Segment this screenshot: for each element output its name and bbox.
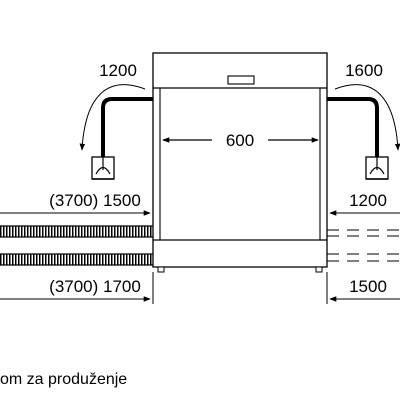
supply-hose-upper-left (0, 225, 153, 238)
width-dimension: 600 (162, 131, 319, 150)
dishwasher-outline (152, 52, 328, 273)
drain-connection-left-icon (91, 156, 115, 180)
foot-left (157, 266, 165, 273)
lower-hose-dimension-left: (3700) 1700 (0, 272, 154, 304)
supply-hose-lower-left (0, 253, 153, 266)
lower-hose-dimension-right: 1500 (326, 272, 400, 304)
upper-hose-left-label: (3700) 1500 (49, 191, 141, 210)
lower-hose-left-label: (3700) 1700 (49, 277, 141, 296)
drain-hose-left-label: 1200 (99, 61, 137, 80)
drain-hose-right: 1600 (327, 61, 400, 157)
extension-caption: om za produženje (0, 371, 128, 388)
upper-hose-right-label: 1200 (349, 191, 387, 210)
supply-hose-lower-right (327, 253, 400, 262)
width-dimension-label: 600 (226, 131, 254, 150)
control-display (227, 75, 255, 85)
drain-connection-right-icon (365, 156, 389, 180)
upper-hose-dimension-left: (3700) 1500 (0, 191, 151, 216)
lower-hose-right-label: 1500 (349, 277, 387, 296)
drain-hose-right-label: 1600 (345, 61, 383, 80)
upper-hose-dimension-right: 1200 (329, 191, 400, 216)
supply-hose-upper-right (327, 229, 400, 237)
drain-hose-left: 1200 (79, 61, 153, 157)
foot-right (315, 266, 323, 273)
